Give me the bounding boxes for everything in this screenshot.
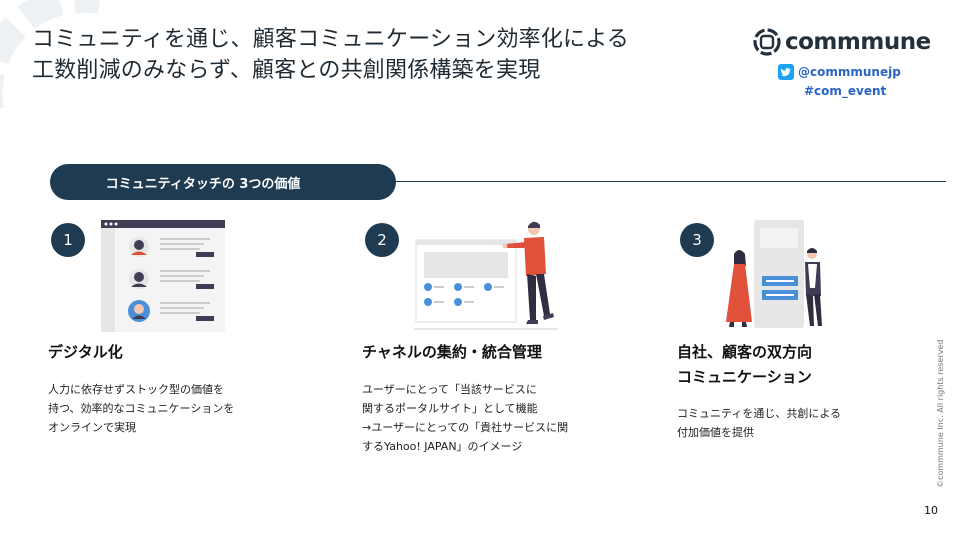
column-3-title-line-2: コミュニケーション [677, 368, 812, 386]
section-title: コミュニティタッチの 3つの価値 [105, 176, 301, 192]
column-2-desc-line-2: 関するポータルサイト」として機能 [362, 402, 538, 415]
brand-block: commmune @commmunejp #com_event [752, 26, 932, 98]
copyright-notice: ©commmune Inc. All rights reserved [936, 339, 945, 488]
event-hashtag: #com_event [804, 84, 887, 98]
column-2-desc-line-3: →ユーザーにとっての「貴社サービスに関 [362, 421, 569, 434]
column-2-title: チャネルの集約・統合管理 [362, 340, 542, 365]
digital-chat-illustration [101, 220, 225, 332]
page-number: 10 [924, 504, 938, 517]
column-1-description: 人力に依存せずストック型の価値を 持つ、効率的なコミュニケーションを オンライン… [48, 380, 234, 437]
column-3-title: 自社、顧客の双方向 コミュニケーション [677, 340, 812, 390]
portal-presenter-illustration [414, 221, 558, 330]
commmune-logo-icon [753, 28, 781, 56]
column-1-desc-line-2: 持つ、効率的なコミュニケーションを [48, 402, 235, 415]
column-1-title: デジタル化 [48, 340, 123, 365]
column-2-number-badge: 2 [365, 223, 399, 257]
column-3-desc-line-2: 付加価値を提供 [677, 426, 754, 439]
twitter-handle-row: @commmunejp [778, 62, 932, 82]
headline-line-2: 工数削減のみならず、顧客との共創関係構築を実現 [32, 58, 541, 83]
brand-logo-text: commmune [785, 29, 931, 55]
column-1-title-line: デジタル化 [48, 343, 123, 361]
headline-line-1: コミュニティを通じ、顧客コミュニケーション効率化による [32, 27, 629, 52]
column-2-title-line: チャネルの集約・統合管理 [362, 343, 542, 361]
brand-logo: commmune [752, 26, 932, 58]
column-2-description: ユーザーにとって「当該サービスに 関するポータルサイト」として機能 →ユーザーに… [362, 380, 568, 456]
column-3-description: コミュニティを通じ、共創による 付加価値を提供 [677, 404, 841, 442]
column-3-desc-line-1: コミュニティを通じ、共創による [677, 407, 842, 420]
column-1-desc-line-1: 人力に依存せずストック型の価値を [48, 383, 224, 396]
column-1-number-badge: 1 [51, 223, 85, 257]
slide-headline: コミュニティを通じ、顧客コミュニケーション効率化による 工数削減のみならず、顧客… [32, 24, 672, 86]
twitter-handle: @commmunejp [798, 65, 901, 79]
column-1-desc-line-3: オンラインで実現 [48, 421, 136, 434]
column-2-desc-line-1: ユーザーにとって「当該サービスに [362, 383, 537, 396]
co-creation-illustration [726, 220, 822, 328]
section-header-pill: コミュニティタッチの 3つの価値 [50, 164, 396, 200]
section-divider-line [390, 181, 946, 182]
column-3-number-badge: 3 [680, 223, 714, 257]
column-2-desc-line-4: するYahoo! JAPAN」のイメージ [362, 440, 523, 453]
column-3-title-line-1: 自社、顧客の双方向 [677, 343, 813, 361]
twitter-icon [778, 64, 794, 80]
